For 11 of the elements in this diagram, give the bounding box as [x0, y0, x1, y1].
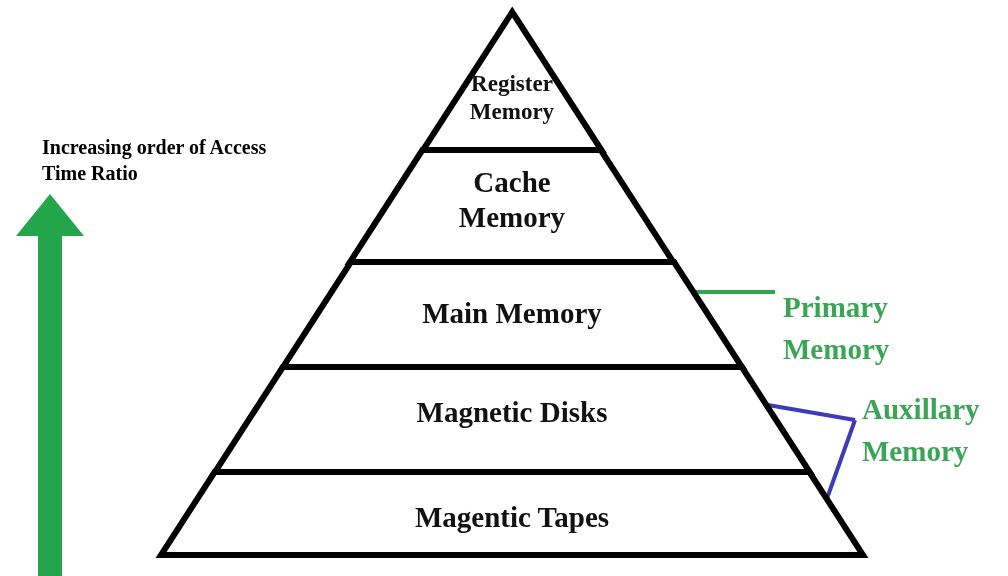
leader-line: [825, 419, 857, 498]
memory-type-label: Primary Memory: [783, 290, 891, 368]
memory-type-label: Auxillary Memory: [862, 392, 981, 470]
tier-label: Main Memory: [421, 296, 603, 331]
tier-label: Cache Memory: [457, 165, 567, 235]
axis-caption: Increasing order of Access Time Ratio: [42, 135, 268, 186]
tier-label: Magentic Tapes: [413, 500, 611, 535]
leader-line: [767, 403, 856, 422]
tier-label: Register Memory: [468, 70, 556, 126]
leader-line: [695, 290, 775, 294]
tier-label: Magnetic Disks: [415, 395, 609, 430]
